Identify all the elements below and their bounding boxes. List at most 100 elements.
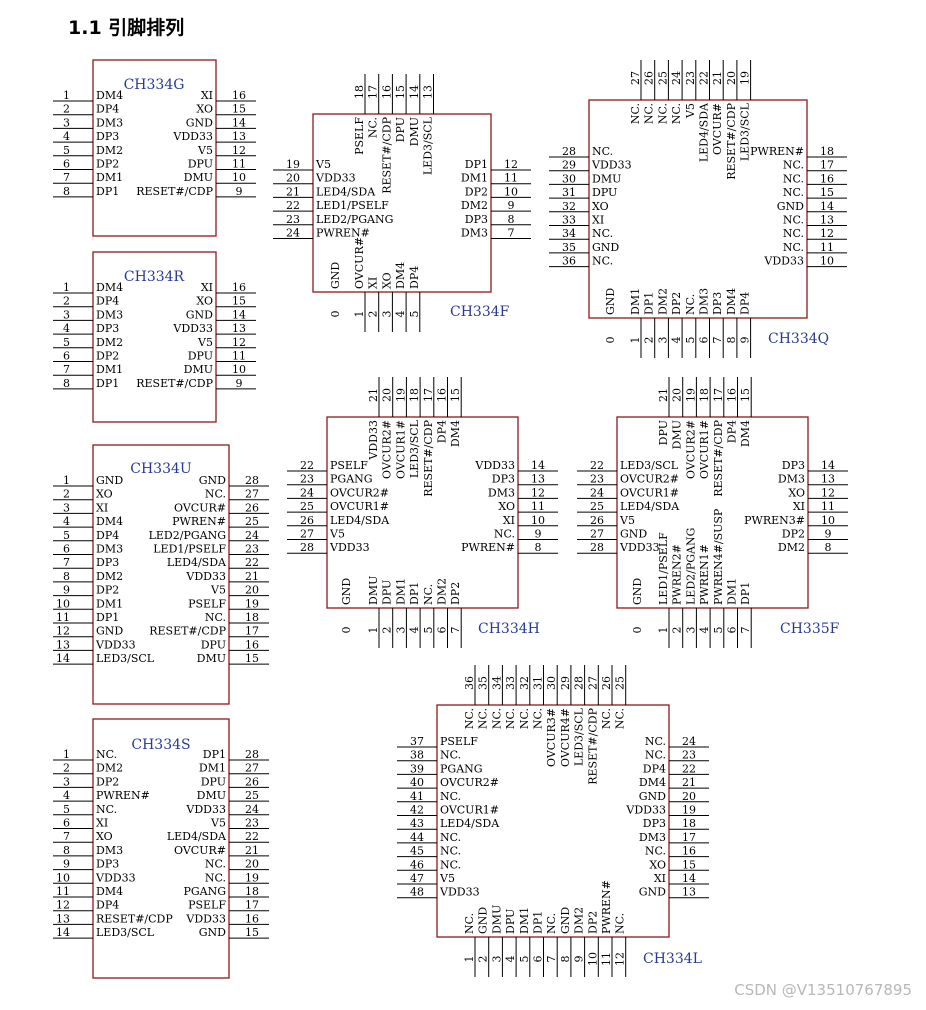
pin-number: 17 <box>682 831 696 844</box>
chip-name: CH334H <box>478 621 540 637</box>
pin-number: 12 <box>232 336 246 349</box>
pin-number: 13 <box>531 473 545 486</box>
pin-number: 23 <box>286 213 300 226</box>
pin-number: 20 <box>245 858 259 871</box>
pin-label: NC. <box>463 913 476 934</box>
pin-label: DP2 <box>96 158 119 171</box>
pin-label: VDD33 <box>763 255 804 268</box>
pin-number: 15 <box>682 858 696 871</box>
pin-number: 15 <box>245 652 259 665</box>
pin-number: 31 <box>532 676 545 690</box>
pin-number: 3 <box>380 311 393 318</box>
pin-number: 8 <box>63 185 70 198</box>
pin-number: 37 <box>410 735 424 748</box>
pin-label: DP3 <box>96 556 119 569</box>
pin-number: 1 <box>463 956 476 963</box>
pin-number: 11 <box>56 885 70 898</box>
pin-label: V5 <box>439 872 455 885</box>
pin-number: 34 <box>490 676 503 690</box>
pin-number: 9 <box>535 528 542 541</box>
pin-label: NC. <box>684 294 697 315</box>
pin-number: 9 <box>573 956 586 963</box>
pin-number: 28 <box>573 676 586 690</box>
pin-number: 6 <box>63 350 70 363</box>
pin-label: DPU <box>394 117 407 142</box>
pin-label: LED4/SDA <box>330 514 390 527</box>
pin-number: 15 <box>232 103 246 116</box>
pin-number: 28 <box>245 748 259 761</box>
pin-label: DM3 <box>96 308 123 321</box>
pin-number: 11 <box>821 500 835 513</box>
pin-label: NC. <box>205 611 226 624</box>
pin-number: 3 <box>63 116 70 129</box>
pin-number: 5 <box>63 336 70 349</box>
pin-label: NC. <box>783 159 804 172</box>
pin-label: DMU <box>671 420 684 449</box>
pin-number: 4 <box>63 789 70 802</box>
chip-name: CH334S <box>131 737 190 753</box>
pin-label: DP4 <box>643 762 666 775</box>
pin-label: GND <box>559 907 572 934</box>
pin-number: 13 <box>232 322 246 335</box>
pin-label: GND <box>620 528 647 541</box>
pin-label: PSELF <box>188 597 226 610</box>
pin-label: DP4 <box>96 103 119 116</box>
pin-label: NC. <box>205 871 226 884</box>
pin-number: 19 <box>682 804 696 817</box>
pin-label: RESET#/CDP <box>149 625 226 638</box>
pin-number: 24 <box>245 529 259 542</box>
pin-number: 7 <box>63 556 70 569</box>
pin-number: 15 <box>449 388 462 402</box>
pin-number: 27 <box>245 762 259 775</box>
pin-number: 40 <box>410 776 424 789</box>
pin-label: XO <box>96 488 113 501</box>
pin-label: NC. <box>783 186 804 199</box>
pin-number: 11 <box>820 241 834 254</box>
pin-label: DMU <box>184 363 213 376</box>
pin-number: 6 <box>63 817 70 830</box>
pin-number: 10 <box>56 597 70 610</box>
pin-number: 12 <box>614 952 627 966</box>
pin-label: DM1 <box>518 907 531 934</box>
pin-number: 21 <box>657 388 670 402</box>
pin-label: NC. <box>205 858 226 871</box>
pin-number: 44 <box>410 831 424 844</box>
pin-label: LED3/SCL <box>739 102 752 161</box>
pin-number: 11 <box>232 350 246 363</box>
pin-label: NC. <box>629 103 642 124</box>
pin-number: 16 <box>380 85 393 99</box>
pin-number: 26 <box>643 71 656 85</box>
pin-label: LED3/SCL <box>422 116 435 175</box>
pin-label: LED3/SCL <box>96 926 155 939</box>
pin-number: 8 <box>508 213 515 226</box>
pin-label: VDD33 <box>172 130 213 143</box>
pin-label: NC. <box>367 117 380 138</box>
pin-number: 26 <box>245 775 259 788</box>
pin-number: 3 <box>63 775 70 788</box>
pin-number: 7 <box>545 956 558 963</box>
pin-number: 27 <box>629 71 642 85</box>
pin-number: 30 <box>545 676 558 690</box>
pin-label: NC. <box>614 913 627 934</box>
pin-number: 15 <box>394 85 407 99</box>
pin-number: 22 <box>698 71 711 85</box>
pin-number: 18 <box>408 388 421 402</box>
pin-number: 12 <box>820 227 834 240</box>
pin-number: 10 <box>820 255 834 268</box>
pin-number: 16 <box>682 845 696 858</box>
pin-label: NC. <box>96 803 117 816</box>
pin-number: 21 <box>682 776 696 789</box>
pin-number: 24 <box>286 227 300 240</box>
pin-label: GND <box>96 625 123 638</box>
pin-label: V5 <box>210 817 226 830</box>
pin-label: XI <box>96 501 108 514</box>
pin-label: DPU <box>188 350 213 363</box>
pin-number: 11 <box>600 952 613 966</box>
pin-number: 7 <box>508 227 515 240</box>
pin-label: DM2 <box>96 336 123 349</box>
pin-label: DM1 <box>461 172 488 185</box>
pin-label: VDD33 <box>367 420 380 461</box>
